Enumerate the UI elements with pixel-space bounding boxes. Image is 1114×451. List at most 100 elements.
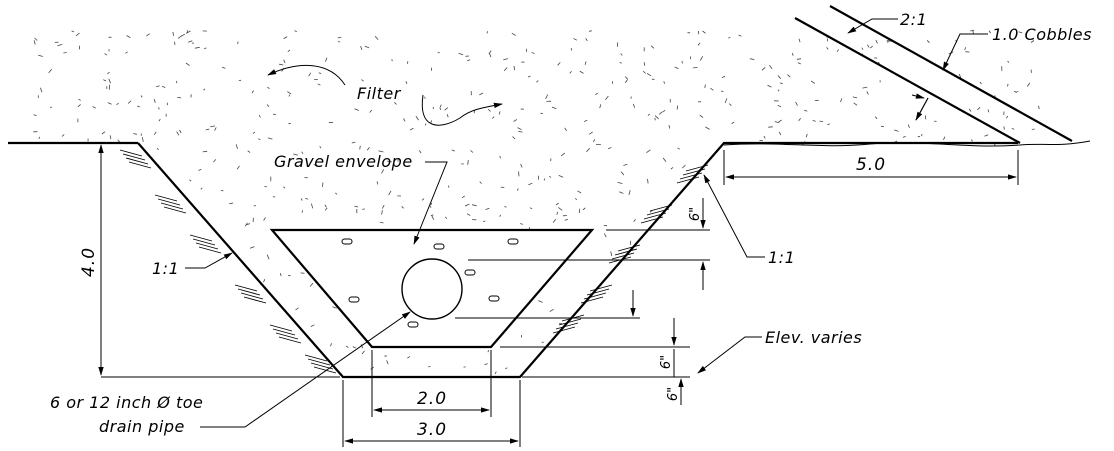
stipple-mark bbox=[584, 61, 587, 65]
inner-bottom-dimension-text: 2.0 bbox=[417, 389, 447, 409]
stipple-mark bbox=[244, 222, 248, 227]
stipple-mark bbox=[1011, 128, 1015, 130]
stipple-mark bbox=[866, 91, 869, 95]
stipple-mark bbox=[805, 133, 808, 138]
elev-label: Elev. varies bbox=[765, 328, 862, 347]
stipple-mark bbox=[188, 40, 193, 43]
stipple-mark bbox=[560, 152, 566, 157]
stipple-mark bbox=[1013, 90, 1017, 93]
stipple-mark bbox=[374, 91, 376, 94]
slope-left-leader bbox=[185, 252, 233, 269]
stipple-mark bbox=[194, 46, 200, 49]
slope-left-label: 1:1 bbox=[152, 259, 179, 278]
soil-hatch-line bbox=[269, 324, 293, 332]
pipe-label-line1: 6 or 12 inch Ø toe bbox=[50, 393, 203, 412]
stipple-mark bbox=[874, 116, 878, 120]
stipple-mark bbox=[472, 204, 477, 207]
stipple-mark bbox=[258, 114, 261, 118]
stipple-mark bbox=[317, 83, 321, 86]
stipple-mark bbox=[710, 87, 714, 91]
stipple-mark bbox=[153, 98, 156, 103]
stipple-mark bbox=[924, 115, 927, 120]
stipple-mark bbox=[749, 58, 755, 60]
stipple-mark bbox=[381, 169, 385, 174]
stipple-mark bbox=[364, 45, 370, 49]
soil-hatch-line bbox=[240, 292, 264, 300]
soil-hatch-line bbox=[555, 322, 579, 330]
stipple-mark bbox=[49, 106, 53, 108]
stipple-mark bbox=[674, 66, 679, 69]
stipple-mark bbox=[213, 159, 217, 163]
stipple-mark bbox=[797, 62, 801, 65]
stipple-mark bbox=[1031, 128, 1035, 130]
stipple-mark bbox=[204, 47, 207, 50]
stipple-mark bbox=[853, 102, 858, 106]
stipple-mark bbox=[513, 65, 515, 71]
stipple-mark bbox=[189, 179, 192, 182]
stipple-mark bbox=[467, 160, 469, 165]
stipple-mark bbox=[458, 52, 464, 56]
stipple-mark bbox=[155, 85, 160, 88]
soil-hatch-line bbox=[195, 242, 219, 250]
stipple-mark bbox=[464, 203, 470, 207]
stipple-mark bbox=[699, 56, 704, 61]
stipple-mark bbox=[663, 81, 665, 84]
stipple-mark bbox=[505, 367, 508, 369]
slope-top-label: 2:1 bbox=[900, 10, 927, 29]
stipple-mark bbox=[487, 109, 491, 112]
soil-hatch-line bbox=[237, 288, 261, 296]
stipple-mark bbox=[705, 126, 710, 130]
stipple-mark bbox=[283, 36, 288, 39]
stipple-mark bbox=[470, 150, 474, 153]
stipple-mark bbox=[498, 111, 501, 115]
stipple-mark bbox=[439, 104, 442, 108]
stipple-mark bbox=[308, 72, 312, 77]
stipple-mark bbox=[361, 350, 365, 355]
stipple-mark bbox=[203, 88, 206, 91]
gravel-envelope-leader bbox=[413, 161, 448, 245]
stipple-mark bbox=[283, 59, 286, 64]
stipple-mark bbox=[141, 137, 144, 142]
stipple-mark bbox=[185, 62, 190, 66]
stipple-mark bbox=[330, 343, 332, 347]
stipple-mark bbox=[92, 106, 96, 109]
stipple-mark bbox=[513, 119, 518, 122]
stipple-mark bbox=[917, 135, 921, 138]
stipple-mark bbox=[875, 39, 878, 44]
stipple-mark bbox=[662, 109, 666, 113]
stipple-mark bbox=[335, 192, 338, 195]
stipple-mark bbox=[38, 54, 43, 57]
stipple-mark bbox=[628, 190, 631, 196]
stipple-mark bbox=[926, 40, 930, 44]
stipple-mark bbox=[558, 175, 564, 178]
stipple-mark bbox=[391, 59, 393, 62]
trench-outline bbox=[137, 141, 1018, 379]
soil-hatch-line bbox=[583, 292, 607, 300]
stipple-mark bbox=[862, 86, 868, 89]
stipple-mark bbox=[432, 106, 435, 110]
stipple-mark bbox=[415, 115, 419, 121]
stipple-mark bbox=[827, 123, 831, 126]
stipple-mark bbox=[421, 198, 425, 201]
stipple-mark bbox=[444, 107, 449, 111]
stipple-mark bbox=[1026, 82, 1031, 87]
soil-hatch-line bbox=[589, 284, 613, 292]
stipple-mark bbox=[624, 76, 628, 80]
stipple-mark bbox=[407, 356, 411, 359]
stipple-mark bbox=[767, 84, 772, 88]
stipple-mark bbox=[116, 102, 119, 106]
offset-bot-text: 6" bbox=[666, 387, 681, 401]
stipple-mark bbox=[319, 146, 322, 149]
stipple-mark bbox=[360, 344, 364, 349]
soil-hatch-line bbox=[157, 198, 181, 206]
stipple-mark bbox=[958, 73, 962, 78]
stipple-mark bbox=[48, 68, 53, 74]
stipple-mark bbox=[332, 306, 337, 309]
soil-hatch-line bbox=[122, 153, 146, 161]
stipple-mark bbox=[564, 127, 567, 132]
soil-hatch-line bbox=[685, 164, 709, 172]
bench-dimension-text: 5.0 bbox=[856, 155, 886, 175]
stipple-mark bbox=[575, 198, 578, 201]
stipple-mark bbox=[543, 178, 546, 181]
